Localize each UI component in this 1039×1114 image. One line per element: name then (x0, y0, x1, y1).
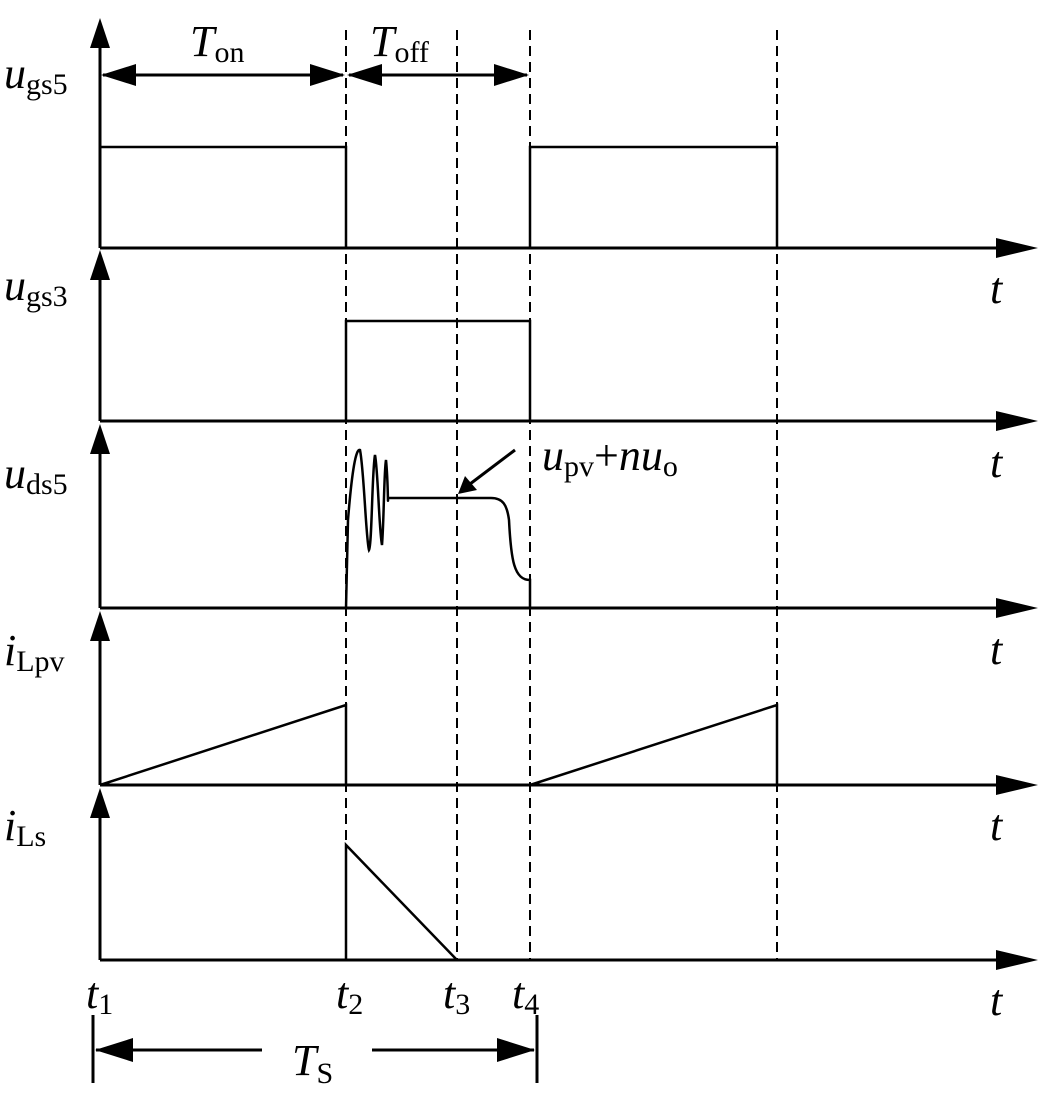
uds5-annotation-arrow-icon (458, 476, 477, 494)
channel-ugs3 (90, 250, 1038, 431)
label-uds5: uds5 (4, 449, 68, 501)
ton-right-arrow-icon (310, 64, 345, 86)
ugs5-waveform (98, 145, 779, 248)
channel-ils (90, 788, 1038, 970)
ts-dimension (91, 1015, 539, 1083)
ts-right-arrow-icon (497, 1038, 535, 1062)
label-ilpv: iLpv (4, 626, 65, 678)
ugs3-waveform (344, 319, 532, 421)
t-label-ugs5: t (990, 264, 1004, 313)
marker-t1: t1 (86, 969, 113, 1021)
ilpv-y-axis-arrow-icon (90, 611, 110, 641)
t-label-ilpv: t (990, 801, 1004, 850)
t-label-ils: t (990, 976, 1004, 1025)
channel-ilpv (90, 611, 1038, 795)
time-marker-lines (345, 30, 778, 960)
ugs5-x-axis-arrow-icon (996, 238, 1038, 258)
channel-ugs5 (90, 18, 1038, 258)
toff-left-arrow-icon (347, 64, 382, 86)
marker-t2: t2 (336, 969, 363, 1021)
ugs3-y-axis-arrow-icon (90, 250, 110, 280)
marker-t4: t4 (512, 969, 539, 1021)
label-ils: iLs (4, 801, 46, 853)
ts-left-arrow-icon (95, 1038, 133, 1062)
uds5-y-axis-arrow-icon (90, 424, 110, 454)
label-toff: Toff (370, 17, 429, 69)
label-ugs3: ugs3 (4, 261, 68, 313)
uds5-annotation-arrow-line (469, 448, 516, 486)
ils-x-axis-arrow-icon (996, 950, 1038, 970)
label-ton: Ton (190, 17, 244, 69)
toff-right-arrow-icon (494, 64, 529, 86)
ils-waveform (344, 841, 458, 961)
ilpv-x-axis-arrow-icon (996, 775, 1038, 795)
ton-dimension (101, 64, 345, 86)
marker-t3: t3 (443, 969, 470, 1021)
uds5-x-axis-arrow-icon (996, 598, 1038, 618)
ils-y-axis-arrow-icon (90, 788, 110, 818)
uds5-plateau-annotation: upv+nuo (542, 431, 678, 483)
ugs5-y-axis-arrow-icon (90, 18, 110, 48)
toff-dimension (347, 64, 529, 86)
ilpv-waveform (99, 703, 779, 787)
channel-uds5 (90, 424, 1038, 618)
label-ts: TS (292, 1036, 333, 1090)
t-label-ugs3: t (990, 438, 1004, 487)
uds5-waveform (344, 448, 532, 609)
ton-left-arrow-icon (101, 64, 136, 86)
ugs3-x-axis-arrow-icon (996, 411, 1038, 431)
t-label-uds5: t (990, 625, 1004, 674)
label-ugs5: ugs5 (4, 49, 68, 101)
